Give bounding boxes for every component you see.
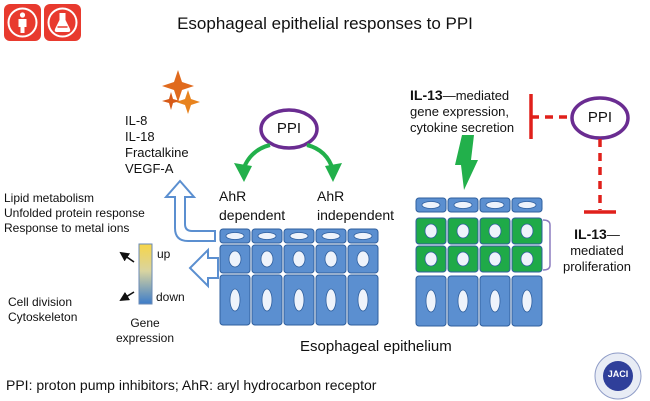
- squamous-cell: [251, 228, 283, 244]
- suprabasal-cell: [315, 244, 347, 274]
- proliferating-cell: [479, 245, 511, 273]
- jaci-badge-label: JACI: [607, 369, 629, 379]
- person-icon[interactable]: [4, 4, 41, 41]
- il13-zigzag-arrow: [455, 135, 478, 190]
- ppi-right-ellipse: [570, 96, 630, 140]
- process-item: Cell division: [8, 295, 73, 309]
- proliferating-cell: [511, 245, 543, 273]
- ahr-independent-label: AhR independent: [317, 187, 394, 225]
- squamous-cell: [447, 197, 479, 213]
- arrow-up-processes: [119, 251, 135, 263]
- cytokine-star-icon: [162, 70, 200, 114]
- proliferating-cell: [415, 245, 447, 273]
- ppi-left-label: PPI: [276, 120, 302, 137]
- inhibition-line-gene: [529, 94, 572, 139]
- il13-prolif-line3: proliferation: [563, 259, 631, 274]
- il13-gene-line1: IL-13—mediated: [410, 87, 510, 103]
- page-title: Esophageal epithelial responses to PPI: [177, 14, 473, 33]
- caption-line2: expression: [115, 331, 175, 345]
- ahr-dependent-line2: dependent: [219, 207, 286, 223]
- il13-gene-line3: cytokine secretion: [410, 120, 515, 135]
- legend-up-label: up: [157, 247, 171, 261]
- process-item: Cytoskeleton: [8, 310, 78, 324]
- ppi-right-label: PPI: [587, 109, 613, 126]
- caption-line1: Gene: [130, 316, 160, 330]
- squamous-cell: [219, 228, 251, 244]
- proliferating-cell: [447, 245, 479, 273]
- cytokine-item: IL-8: [125, 113, 148, 128]
- basal-cell: [315, 274, 347, 326]
- hollow-arrow-up: [163, 179, 216, 242]
- basal-cell: [283, 274, 315, 326]
- epithelium-right: [415, 197, 543, 327]
- cytokine-item: Fractalkine: [125, 145, 189, 160]
- ahr-independent-line2: independent: [317, 207, 395, 223]
- epithelium-left: [219, 228, 379, 326]
- basal-cell: [219, 274, 251, 326]
- process-item: Unfolded protein response: [4, 206, 145, 220]
- suprabasal-cell: [347, 244, 379, 274]
- basal-cell: [479, 275, 511, 327]
- proliferating-cell: [447, 217, 479, 245]
- basal-cell: [415, 275, 447, 327]
- il13-prolif-line2: mediated: [570, 243, 624, 258]
- jaci-badge: [594, 352, 642, 400]
- cytokine-item: IL-18: [125, 129, 155, 144]
- process-item: Lipid metabolism: [4, 191, 95, 205]
- basal-cell: [251, 274, 283, 326]
- basal-cell: [447, 275, 479, 327]
- squamous-cell: [347, 228, 379, 244]
- il13-gene-line2: gene expression,: [410, 104, 510, 119]
- il13-prolif-line1: IL-13—: [574, 226, 620, 242]
- legend-down-label: down: [156, 290, 185, 304]
- il13-gene-label: IL-13—mediated gene expression, cytokine…: [410, 87, 514, 136]
- squamous-cell: [511, 197, 543, 213]
- green-arrow-dependent: [234, 143, 271, 182]
- processes-down-list: Cell division Cytoskeleton: [8, 295, 77, 325]
- proliferating-cell: [415, 217, 447, 245]
- il13-prolif-label: IL-13— mediated proliferation: [563, 226, 631, 275]
- arrow-down-processes: [119, 291, 135, 302]
- cytokine-item: VEGF-A: [125, 161, 174, 176]
- gene-expression-gradient: [138, 243, 153, 305]
- green-arrow-independent: [306, 143, 342, 182]
- gene-expression-caption: Gene expression: [110, 316, 180, 346]
- basal-cell: [511, 275, 543, 327]
- ppi-left-ellipse: [259, 108, 319, 150]
- epithelium-label: Esophageal epithelium: [300, 338, 452, 355]
- suprabasal-cell: [283, 244, 315, 274]
- suprabasal-cell: [251, 244, 283, 274]
- ahr-dependent-label: AhR dependent: [219, 187, 285, 225]
- cytokine-list: IL-8 IL-18 Fractalkine VEGF-A: [125, 113, 189, 177]
- basal-cell: [347, 274, 379, 326]
- squamous-cell: [479, 197, 511, 213]
- suprabasal-cell: [219, 244, 251, 274]
- squamous-cell: [283, 228, 315, 244]
- ahr-dependent-line1: AhR: [219, 188, 247, 204]
- proliferation-bracket: [542, 219, 551, 271]
- process-item: Response to metal ions: [4, 221, 130, 235]
- flask-icon[interactable]: [44, 4, 81, 41]
- inhibition-line-proliferation: [584, 139, 616, 214]
- proliferating-cell: [511, 217, 543, 245]
- hollow-arrow-left: [188, 247, 219, 289]
- footnote: PPI: proton pump inhibitors; AhR: aryl h…: [6, 377, 377, 393]
- squamous-cell: [415, 197, 447, 213]
- squamous-cell: [315, 228, 347, 244]
- proliferating-cell: [479, 217, 511, 245]
- processes-up-list: Lipid metabolism Unfolded protein respon…: [4, 191, 145, 236]
- ahr-independent-line1: AhR: [317, 188, 345, 204]
